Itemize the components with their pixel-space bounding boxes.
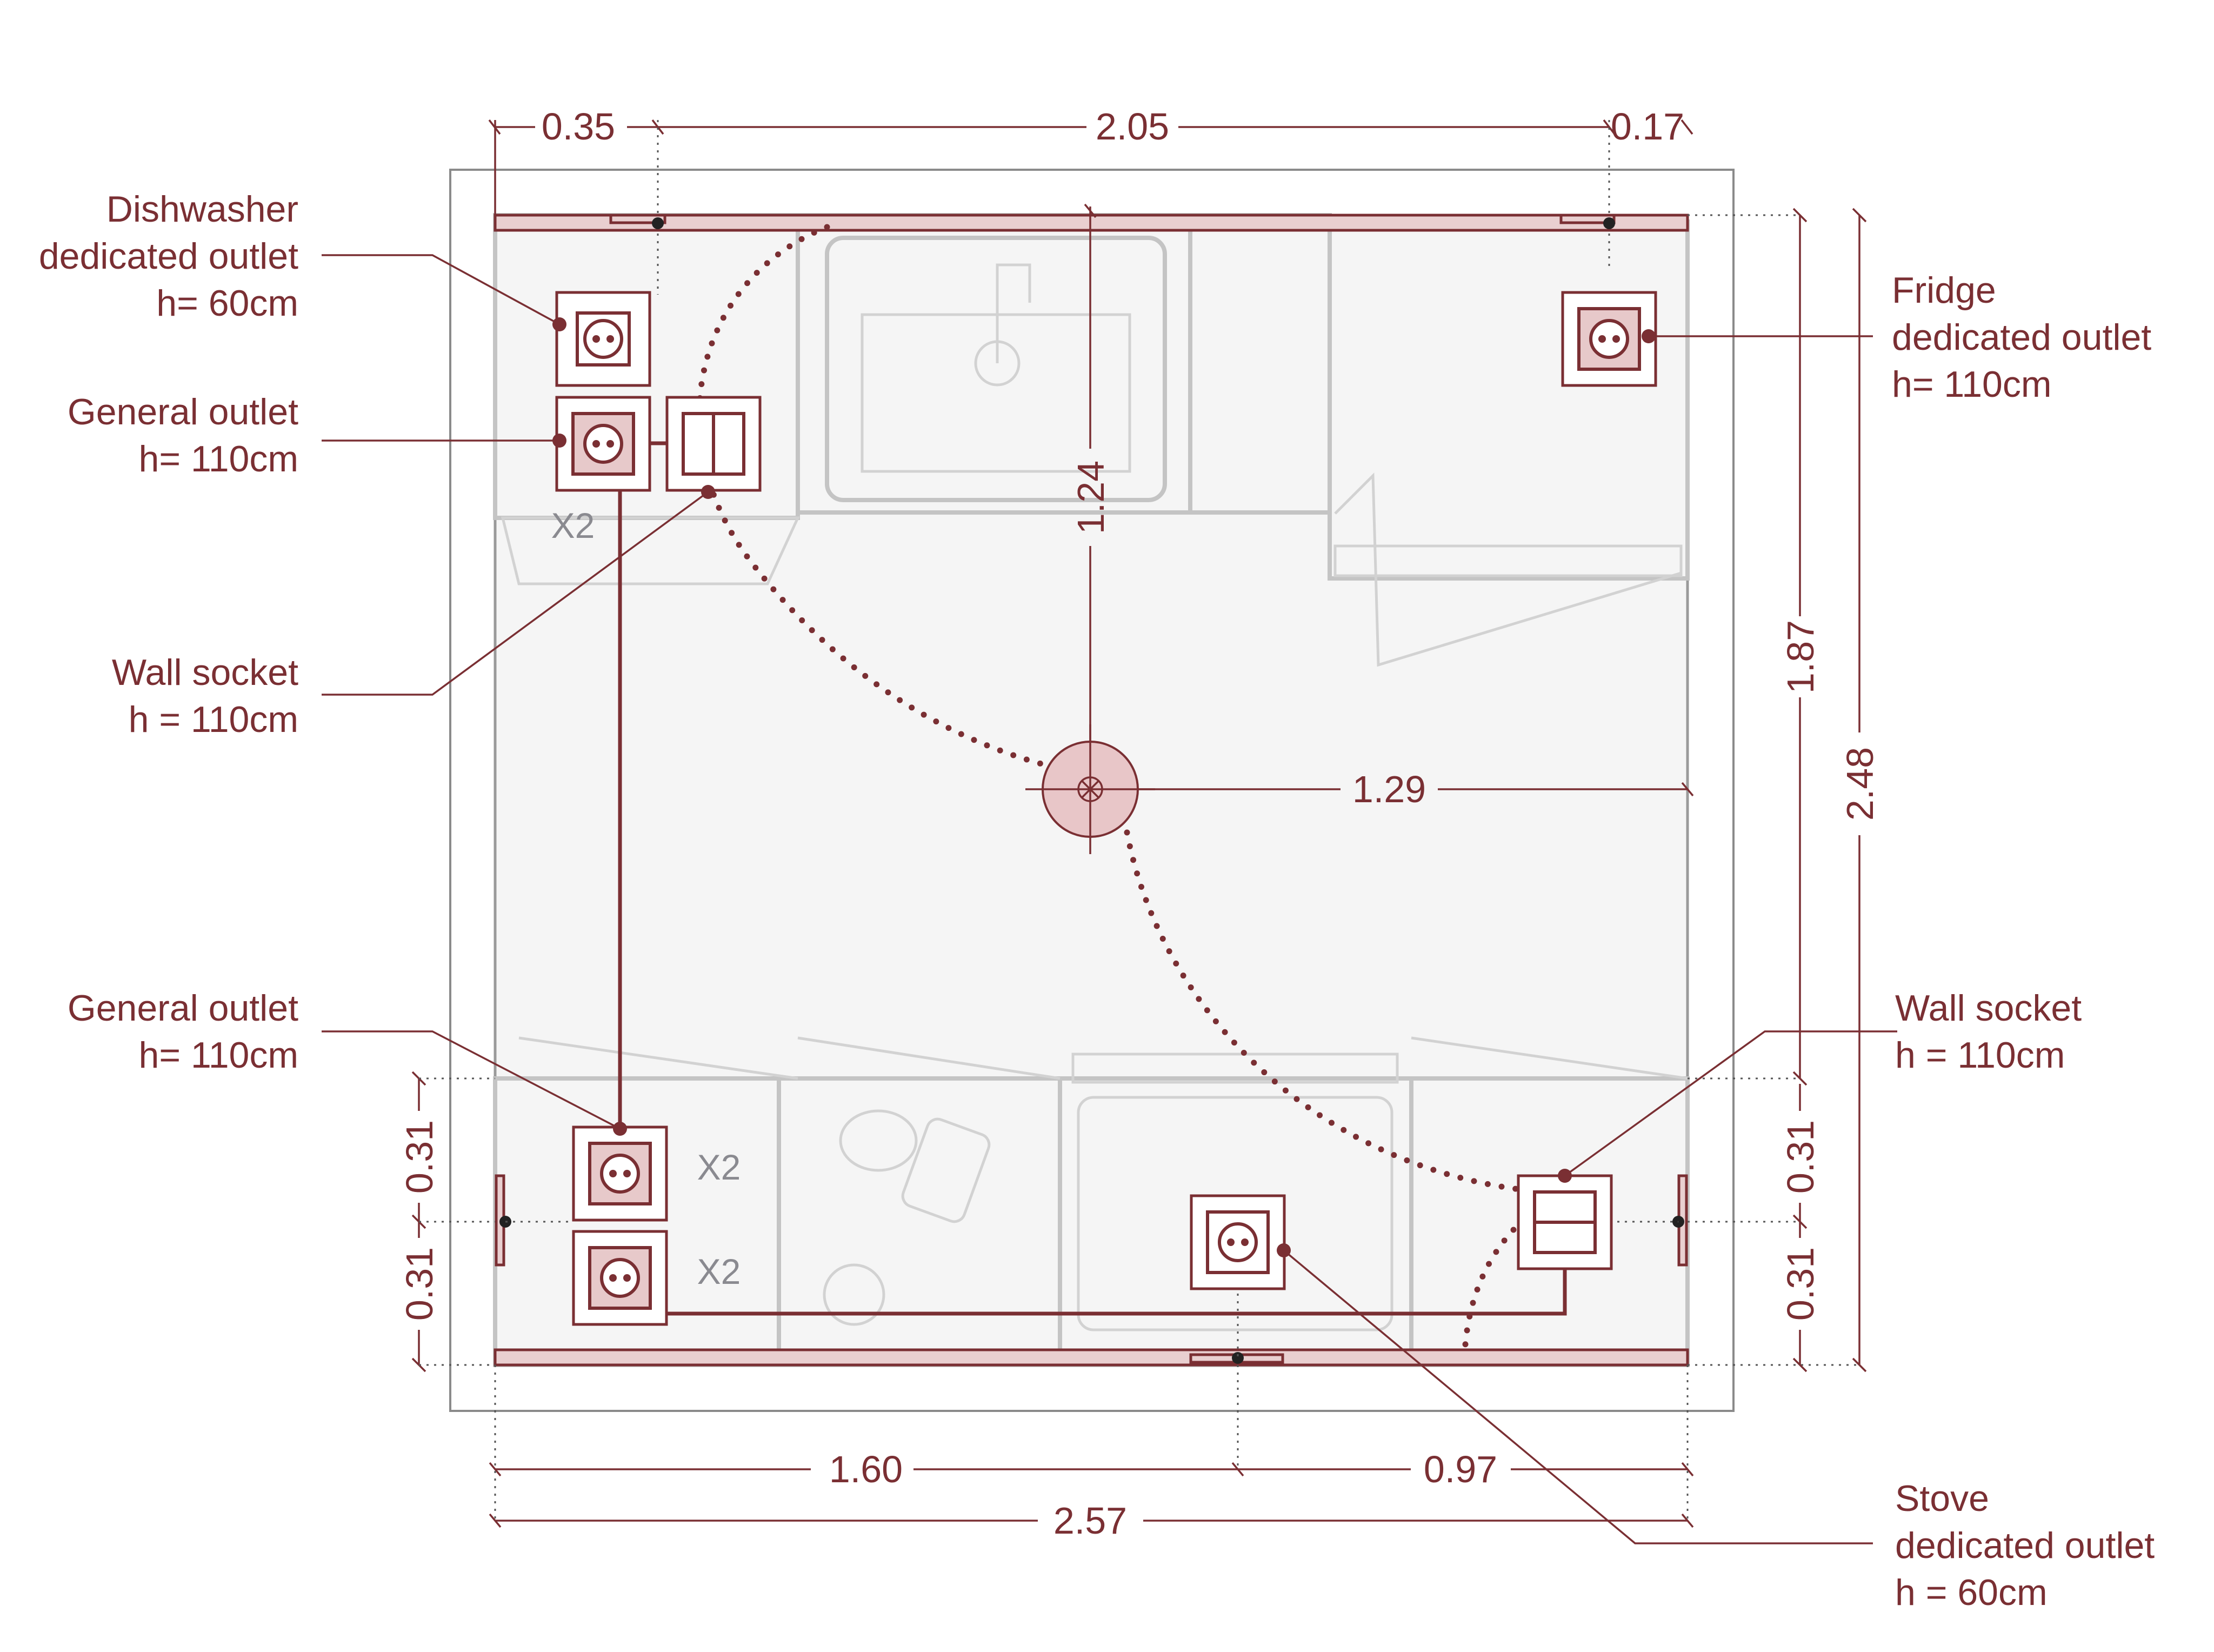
label-wall-socket-left-line1: Wall socket (112, 652, 298, 693)
label-dishwasher-line2: dedicated outlet (39, 236, 298, 277)
multiplier-bottom-upper: X2 (697, 1147, 741, 1187)
label-wall-socket-left: Wall socket h = 110cm (112, 652, 298, 740)
label-wall-socket-right-line2: h = 110cm (1895, 1035, 2065, 1076)
label-general-bottom: General outlet h= 110cm (68, 988, 298, 1076)
label-stove-line2: dedicated outlet (1895, 1525, 2155, 1566)
dim-right-upper: 0.31 (1779, 1120, 1822, 1194)
ceiling-light-icon (1025, 724, 1155, 854)
dim-bottom-total: 2.57 (1053, 1500, 1127, 1542)
dim-top-right: 0.17 (1611, 105, 1684, 148)
label-general-top-line1: General outlet (68, 391, 298, 432)
label-fridge-line2: dedicated outlet (1892, 317, 2151, 358)
wall-top-switch-right (1559, 214, 1616, 224)
dim-right-inner: 1.87 (1779, 620, 1822, 694)
wall-top (494, 214, 1689, 232)
label-wall-socket-left-line2: h = 110cm (129, 699, 298, 740)
general-outlet-top-icon (555, 396, 651, 492)
leader-lines (322, 254, 1897, 1544)
reference-points (499, 217, 1684, 1364)
door-swing-arc-bottom (1124, 829, 1546, 1195)
dishwasher-outlet-icon (555, 291, 651, 387)
dim-left-lower: 0.31 (398, 1247, 441, 1321)
label-general-bottom-line1: General outlet (68, 988, 298, 1029)
dim-bottom-right: 0.97 (1424, 1448, 1497, 1490)
stove-outlet-icon (1190, 1194, 1286, 1290)
multiplier-bottom-lower: X2 (697, 1251, 741, 1291)
label-fridge-line3: h= 110cm (1892, 364, 2051, 405)
dim-center-vertical: 1.24 (1070, 461, 1112, 534)
label-wall-socket-right-line1: Wall socket (1895, 988, 2082, 1029)
label-stove-line3: h = 60cm (1895, 1572, 2048, 1613)
label-general-top-line2: h= 110cm (139, 438, 298, 479)
label-general-bottom-line2: h= 110cm (139, 1035, 298, 1076)
dim-left-upper: 0.31 (398, 1120, 441, 1194)
label-dishwasher: Dishwasher dedicated outlet h= 60cm (39, 189, 298, 324)
dimension-lines (411, 119, 1867, 1528)
label-wall-socket-right: Wall socket h = 110cm (1895, 988, 2082, 1076)
door-swing-arc-top (696, 224, 1071, 774)
switch-bottom-icon (1517, 1174, 1613, 1270)
label-fridge: Fridge dedicated outlet h= 110cm (1892, 270, 2151, 405)
door-swing-arc-bottom-tail (1462, 1227, 1517, 1355)
dim-center-horizontal: 1.29 (1352, 768, 1426, 810)
label-fridge-line1: Fridge (1892, 270, 1996, 311)
dimension-labels: 0.35 2.05 0.17 1.24 1.29 1.87 2.48 0.31 … (398, 105, 1881, 1542)
label-dishwasher-line3: h= 60cm (156, 283, 298, 324)
general-outlet-bottom-lower-icon (572, 1230, 668, 1326)
dim-right-lower: 0.31 (1779, 1247, 1822, 1321)
label-stove: Stove dedicated outlet h = 60cm (1895, 1478, 2155, 1613)
label-general-top: General outlet h= 110cm (68, 391, 298, 479)
dim-bottom-left: 1.60 (829, 1448, 903, 1490)
fridge-outlet-icon (1561, 291, 1657, 387)
multiplier-top: X2 (551, 505, 595, 545)
dim-top-middle: 2.05 (1096, 105, 1169, 148)
dim-top-left: 0.35 (542, 105, 615, 148)
wall-bottom (494, 1348, 1689, 1367)
dim-right-outer: 2.48 (1839, 747, 1881, 821)
label-dishwasher-line1: Dishwasher (106, 189, 298, 230)
label-stove-line1: Stove (1895, 1478, 1989, 1519)
wall-top-switch-left (609, 214, 666, 224)
general-outlet-bottom-upper-icon (572, 1125, 668, 1222)
switch-top-icon (665, 396, 762, 492)
